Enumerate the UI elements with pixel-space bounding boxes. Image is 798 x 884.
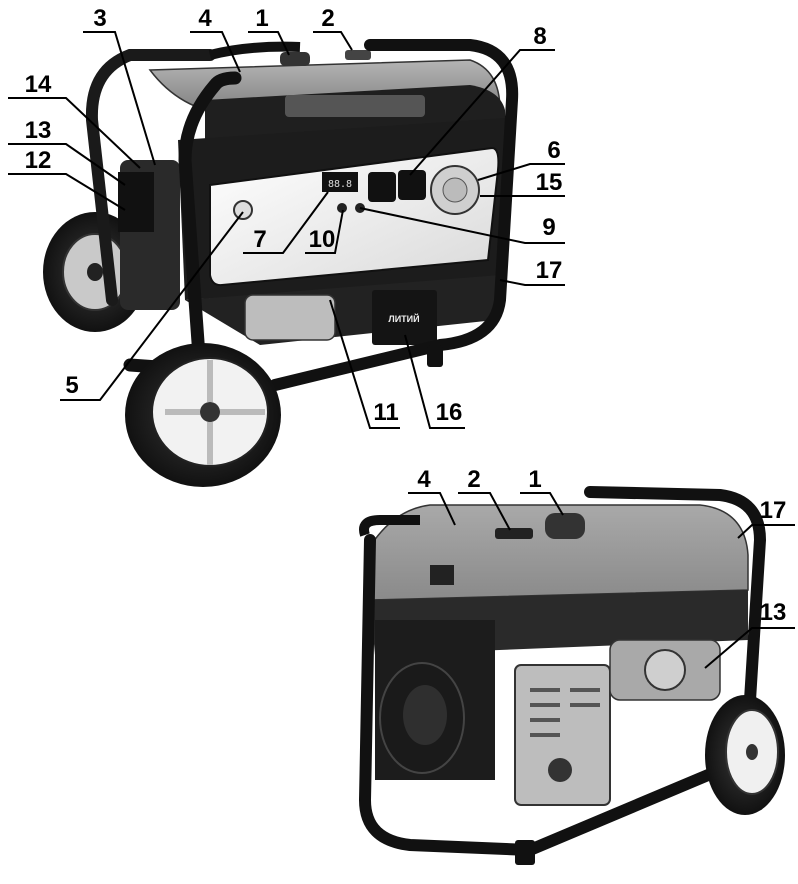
svg-text:6: 6: [547, 137, 560, 164]
fuel-gauge-rear: [495, 528, 533, 539]
socket-1: [368, 172, 396, 202]
svg-text:3: 3: [93, 5, 106, 32]
front-wheel: [125, 343, 281, 487]
callout-12: 12: [8, 147, 126, 211]
display-readout: 88.8: [328, 179, 352, 190]
callout-15: 15: [480, 169, 565, 197]
engine-cover: [514, 664, 611, 806]
svg-text:4: 4: [198, 5, 212, 32]
fuel-cap-rear: [545, 513, 585, 539]
callout-6: 6: [477, 137, 565, 181]
svg-text:9: 9: [542, 214, 555, 241]
callout-16: 16: [404, 334, 465, 429]
fuel-cap: [280, 52, 310, 66]
svg-text:5: 5: [65, 372, 78, 399]
svg-text:2: 2: [321, 5, 334, 32]
foot: [427, 345, 443, 367]
svg-text:4: 4: [417, 466, 431, 493]
callout-3: 3: [83, 5, 156, 166]
svg-text:16: 16: [436, 399, 463, 426]
callout-11: 11: [329, 299, 400, 429]
voltmeter: [233, 200, 253, 220]
svg-text:12: 12: [25, 147, 52, 174]
fuel-tank-rear: [364, 504, 749, 601]
callouts-top: 1 2 3 4 5 6 7 8: [8, 5, 565, 429]
start-button: [337, 203, 347, 213]
callout-14: 14: [8, 71, 141, 169]
battery-label: ЛИТИЙ: [388, 313, 419, 324]
svg-text:8: 8: [533, 23, 546, 50]
callout-17: 17: [499, 257, 565, 286]
callouts-bottom: 1 2 4 13 17: [408, 466, 795, 669]
svg-text:7: 7: [253, 226, 266, 253]
callout-8: 8: [409, 23, 555, 176]
control-panel: [209, 146, 500, 287]
svg-text:1: 1: [528, 466, 541, 493]
rear-view-wheel: [705, 695, 785, 815]
svg-text:1: 1: [255, 5, 268, 32]
svg-text:13: 13: [760, 599, 787, 626]
callout-2: 2: [313, 5, 353, 51]
callout-b-1: 1: [520, 466, 564, 516]
svg-text:14: 14: [25, 71, 52, 98]
callout-1: 1: [248, 5, 290, 56]
fuel-gauge: [345, 50, 371, 60]
callout-9: 9: [359, 207, 565, 244]
svg-text:10: 10: [309, 226, 336, 253]
callout-b-17: 17: [737, 497, 795, 539]
callout-13: 13: [8, 117, 126, 186]
front-frame-tube: [123, 71, 242, 378]
generator-rear-view: [358, 486, 785, 865]
callout-5: 5: [60, 211, 244, 401]
callout-7: 7: [243, 191, 329, 254]
svg-text:2: 2: [467, 466, 480, 493]
hour-meter: [322, 172, 358, 192]
battery: [372, 290, 437, 345]
svg-text:17: 17: [536, 257, 563, 284]
socket-2: [398, 170, 426, 200]
callout-10: 10: [305, 209, 344, 254]
callout-4: 4: [190, 5, 241, 73]
svg-text:11: 11: [373, 399, 398, 426]
engine-lower: [244, 294, 336, 341]
rear-frame-tube: [85, 49, 216, 306]
callout-b-4: 4: [408, 466, 456, 526]
callout-b-13: 13: [704, 599, 795, 669]
svg-text:13: 13: [25, 117, 52, 144]
svg-text:17: 17: [760, 497, 787, 524]
generator-front-view: 88.8 ЛИТИЙ: [43, 39, 519, 487]
svg-text:15: 15: [536, 169, 563, 196]
callout-b-2: 2: [458, 466, 511, 531]
